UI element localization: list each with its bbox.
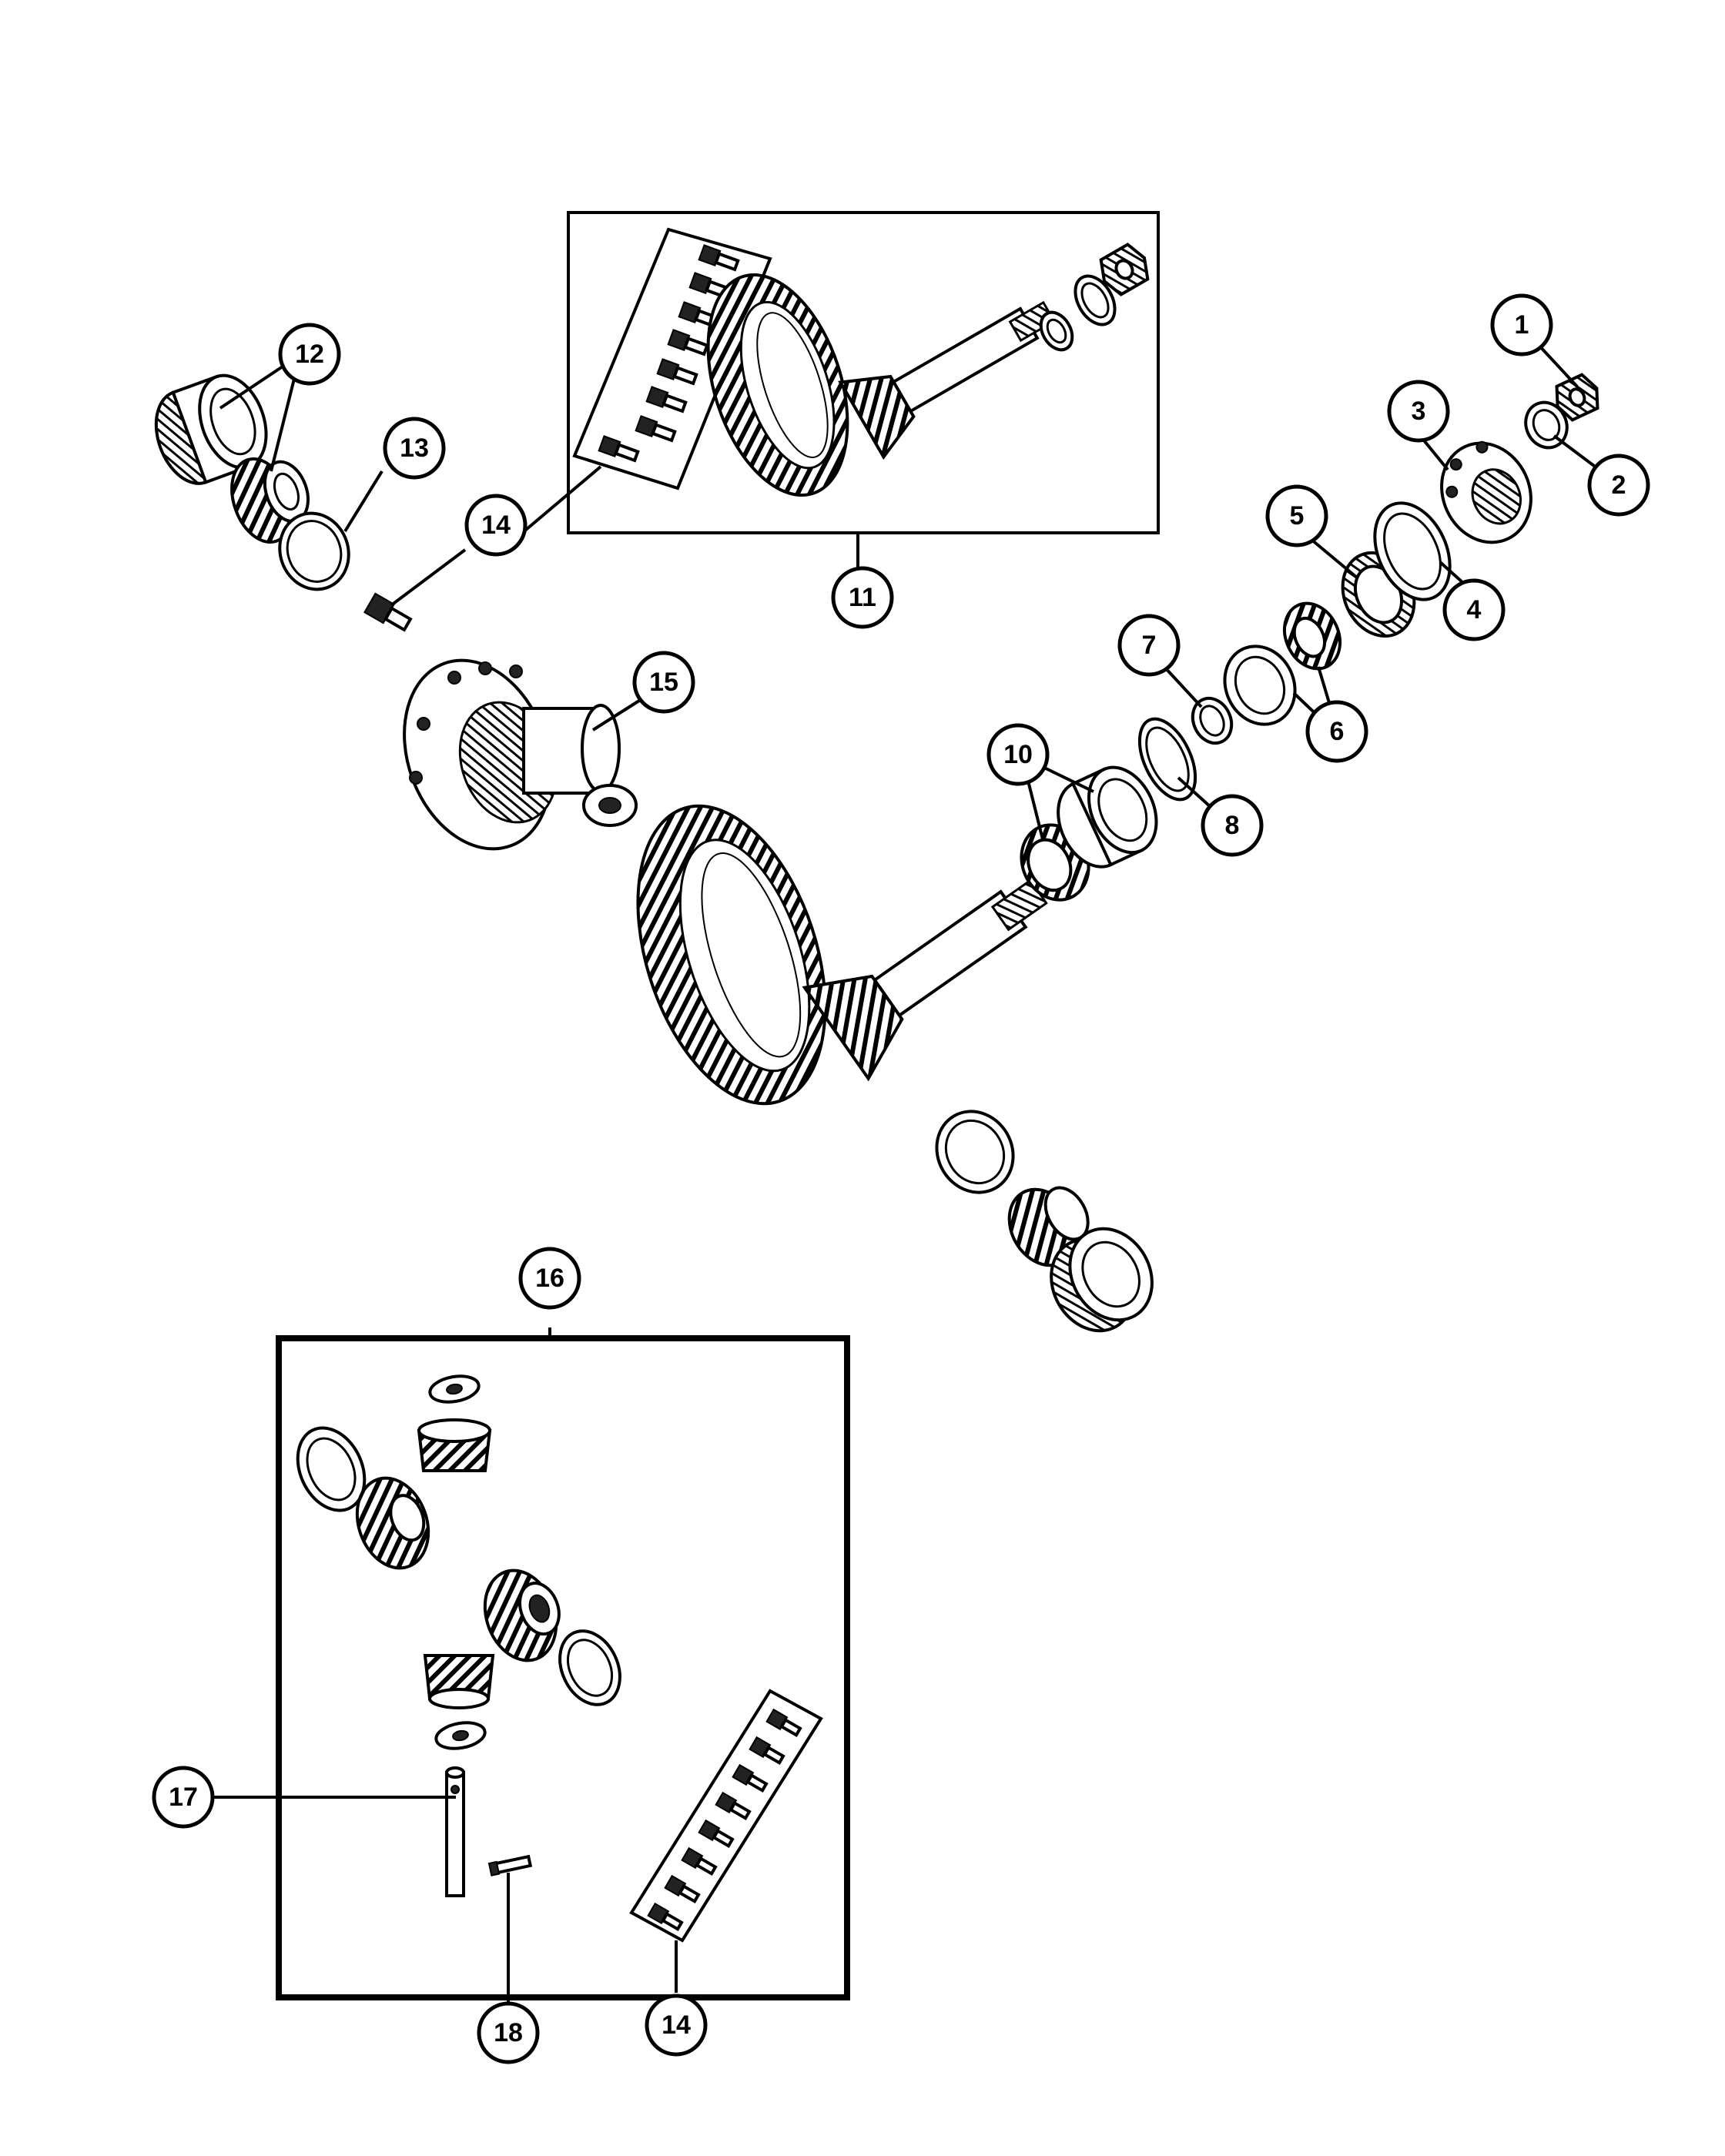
callout-label: 12 xyxy=(295,340,324,369)
nut-top xyxy=(1099,243,1150,296)
callout-18: 18 xyxy=(477,2001,540,2064)
spacer-7 xyxy=(1191,696,1234,745)
callout-6: 6 xyxy=(1305,700,1368,763)
callout-label: 13 xyxy=(400,434,429,463)
shim-lower xyxy=(935,1110,1015,1194)
callout-8: 8 xyxy=(1201,794,1264,857)
callout-5: 5 xyxy=(1265,484,1328,547)
callout-7: 7 xyxy=(1117,614,1181,677)
differential-case xyxy=(403,658,638,851)
lock-pin xyxy=(487,1854,533,1876)
callout-label: 14 xyxy=(662,2010,691,2040)
callout-3: 3 xyxy=(1387,380,1450,443)
callout-label: 17 xyxy=(169,1783,198,1812)
callout-label: 4 xyxy=(1467,595,1482,624)
callout-1: 1 xyxy=(1490,293,1553,357)
bearing-cup-left xyxy=(154,373,268,485)
callout-label: 15 xyxy=(649,668,678,697)
deflector-4 xyxy=(1373,501,1452,601)
ring-pinion-kit-frame xyxy=(567,211,1160,534)
callout-11: 11 xyxy=(831,566,894,629)
callout-17: 17 xyxy=(152,1766,215,1829)
callout-label: 16 xyxy=(535,1264,564,1293)
bearing-cone-lower xyxy=(1007,1186,1090,1267)
callout-label: 2 xyxy=(1612,470,1626,500)
bearing-cone-left xyxy=(230,457,310,544)
callout-13: 13 xyxy=(383,417,446,480)
shim-left xyxy=(278,511,350,591)
callout-14-bottom: 14 xyxy=(645,1994,708,2057)
callout-15: 15 xyxy=(632,651,695,714)
thrust-washer-upper xyxy=(428,1374,481,1404)
callout-label: 6 xyxy=(1330,717,1345,746)
callout-label: 5 xyxy=(1290,501,1305,531)
bearing-cone-6 xyxy=(1283,601,1341,671)
callout-label: 1 xyxy=(1515,310,1529,340)
callout-label: 7 xyxy=(1142,631,1157,660)
callout-label: 3 xyxy=(1412,397,1426,426)
callout-label: 10 xyxy=(1003,740,1033,769)
pinion-gear-main xyxy=(802,879,1048,1082)
bolt-strip-bottom xyxy=(629,1689,823,1943)
nut-1 xyxy=(1555,373,1599,422)
bearing-cup-6 xyxy=(1223,644,1297,726)
side-gear-right xyxy=(483,1568,561,1662)
callout-16: 16 xyxy=(518,1247,581,1310)
washer-top xyxy=(1074,274,1117,326)
callout-4: 4 xyxy=(1442,578,1506,641)
callout-label: 14 xyxy=(481,511,511,540)
pinion-mate-gear-upper xyxy=(417,1418,492,1472)
differential-gear-kit-frame xyxy=(276,1335,850,2000)
bearing-cup-lower xyxy=(1050,1227,1154,1333)
callout-label: 8 xyxy=(1225,811,1240,840)
bolt-icons xyxy=(647,1708,802,1932)
pinion-shaft xyxy=(445,1766,465,1897)
ring-gear-main xyxy=(636,804,827,1106)
side-gear-washer-right xyxy=(558,1629,621,1706)
side-gear-left xyxy=(355,1476,430,1570)
yoke-3 xyxy=(1440,440,1532,544)
callout-label: 11 xyxy=(849,583,876,612)
callout-12: 12 xyxy=(278,323,341,386)
callout-14-top: 14 xyxy=(464,494,528,557)
pinion-gear-top xyxy=(838,300,1056,460)
thrust-washer-lower xyxy=(434,1721,487,1750)
callout-2: 2 xyxy=(1587,454,1650,517)
pinion-bearing-cup xyxy=(1057,765,1158,869)
ring-gear-top xyxy=(706,273,849,497)
leader-lines xyxy=(213,342,1599,2004)
crush-sleeve-top xyxy=(1039,310,1074,352)
pinion-mate-gear-lower xyxy=(423,1654,495,1709)
side-gear-washer-left xyxy=(296,1426,367,1512)
callout-label: 18 xyxy=(494,2018,523,2047)
callout-10: 10 xyxy=(986,723,1050,786)
bolt-single xyxy=(363,592,413,632)
